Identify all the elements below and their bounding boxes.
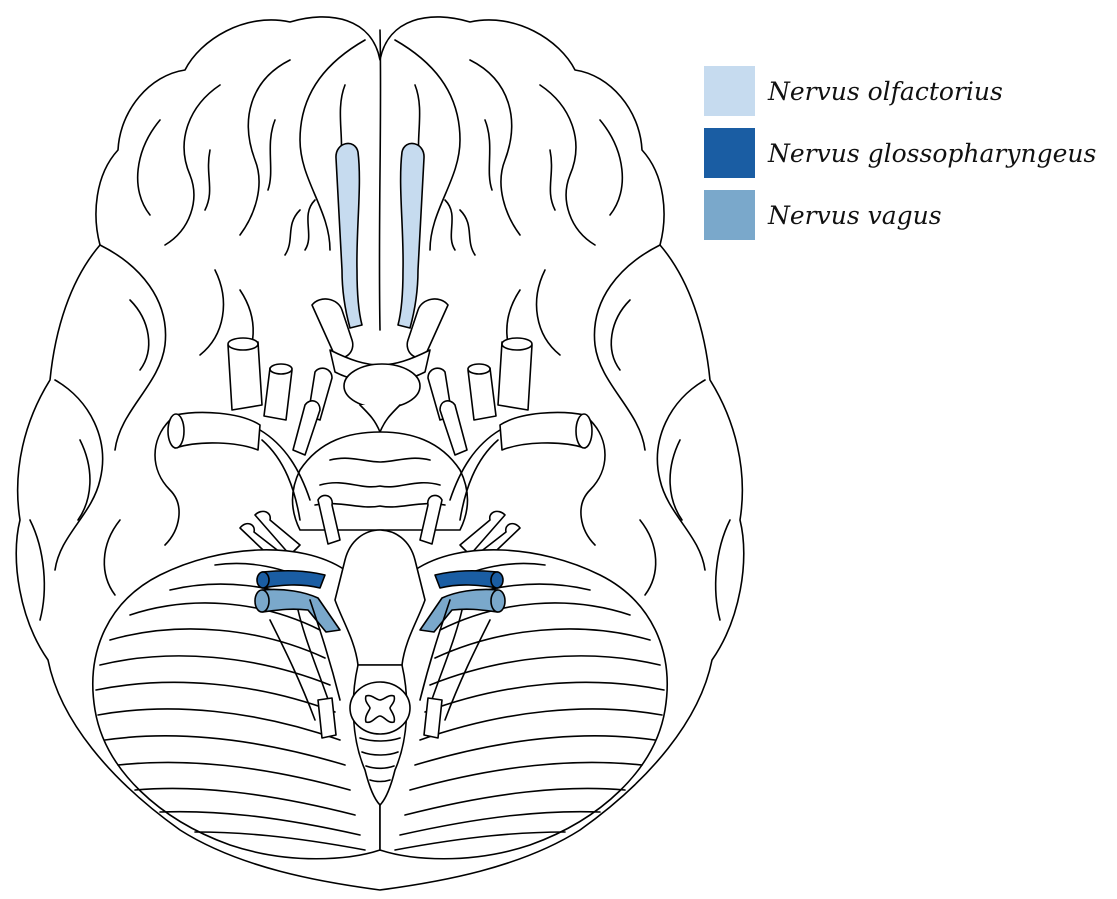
legend-label-olfactorius: Nervus olfactorius [768,77,1003,106]
nervus-vagus-right-end [491,590,505,612]
legend-label-glossopharyngeus: Nervus glossopharyngeus [768,139,1096,168]
legend-swatch-vagus [704,190,755,240]
legend-item-vagus: Nervus vagus [704,190,1096,240]
legend-swatch-glossopharyngeus [704,128,755,178]
nervus-vagus-left-end [255,590,269,612]
nervus-glossopharyngeus-left-end [257,572,269,588]
legend-swatch-olfactorius [704,66,755,116]
legend: Nervus olfactorius Nervus glossopharynge… [704,66,1096,252]
vertebral-stump-right [424,698,442,738]
nervus-glossopharyngeus-left [262,571,325,588]
legend-item-olfactorius: Nervus olfactorius [704,66,1096,116]
legend-item-glossopharyngeus: Nervus glossopharyngeus [704,128,1096,178]
nervus-glossopharyngeus-right [435,571,498,588]
vertebral-stump-left [318,698,336,738]
legend-label-vagus: Nervus vagus [768,201,942,230]
brain-base-diagram [0,0,760,899]
nervus-glossopharyngeus-right-end [491,572,503,588]
hypophysis [344,364,420,408]
